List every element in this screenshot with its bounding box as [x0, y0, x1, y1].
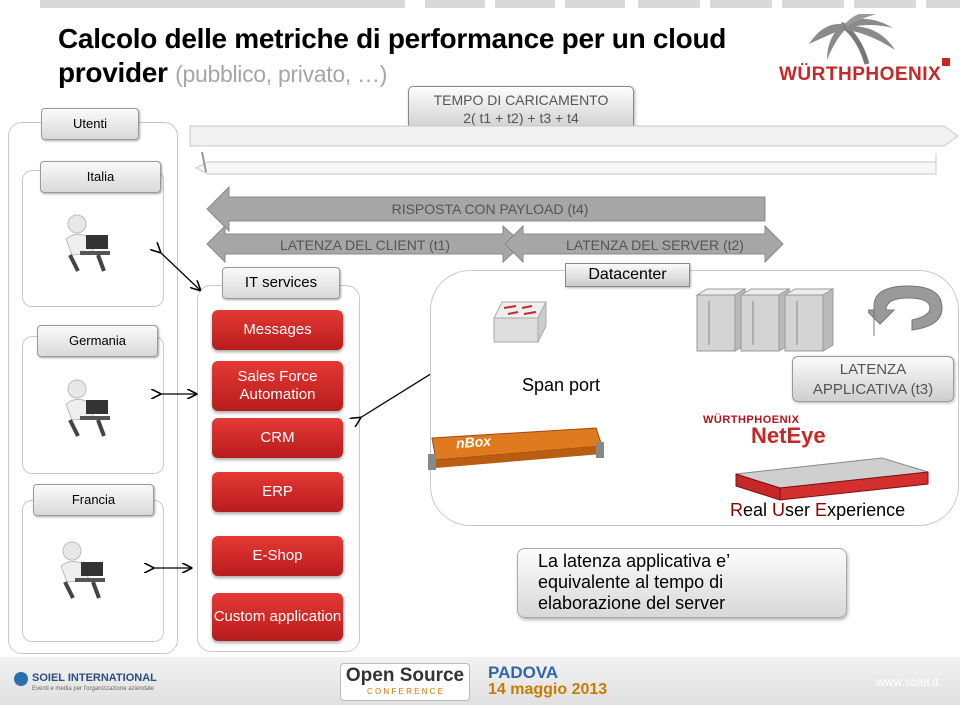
event-city: PADOVA: [488, 663, 559, 682]
note-line-2: equivalente al tempo di: [538, 572, 724, 592]
circular-arrow-icon: [864, 276, 948, 340]
load-time-box: TEMPO DI CARICAMENTO 2( t1 + t2) + t3 + …: [408, 86, 634, 130]
soiel-globe-icon: [14, 672, 28, 686]
service-custom-application[interactable]: Custom application: [212, 593, 343, 641]
nbox-label: nBox: [455, 432, 492, 452]
group-label-francia: Francia: [33, 484, 154, 516]
soiel-url[interactable]: www.soiel.it: [876, 675, 939, 689]
load-time-arrows: [189, 125, 959, 175]
soiel-subtitle: Eventi e media per l'organizzazione azie…: [32, 686, 154, 692]
service-erp[interactable]: ERP: [212, 472, 343, 512]
neteye-appliance: [732, 452, 932, 502]
response-label: RISPOSTA CON PAYLOAD (t4): [391, 201, 589, 217]
group-label-italia: Italia: [40, 161, 161, 193]
neteye-logo: WÜRTHPHOENIX NetEye: [703, 414, 883, 449]
app-latency-box: LATENZA APPLICATIVA (t3): [792, 356, 954, 402]
service-crm[interactable]: CRM: [212, 418, 343, 458]
servers-icon: [695, 287, 835, 353]
service-eshop[interactable]: E-Shop: [212, 536, 343, 576]
span-port-label: Span port: [522, 375, 601, 395]
note-line-1: La latenza applicativa e’: [538, 551, 731, 571]
top-decorative-bar: [40, 0, 960, 8]
server-latency-label: LATENZA DEL SERVER (t2): [566, 237, 744, 253]
footer: SOIEL INTERNATIONAL Eventi e media per l…: [0, 657, 960, 705]
latency-arrows: [206, 224, 784, 264]
app-latency-note: La latenza applicativa e’ equivalente al…: [517, 548, 847, 618]
soiel-name: SOIEL INTERNATIONAL: [32, 672, 157, 684]
real-user-experience: Real User Experience: [730, 500, 906, 520]
open-source-conference: C O N F E R E N C E: [366, 687, 443, 696]
response-arrow: [206, 185, 766, 233]
title-subtitle: (pubblico, privato, …): [175, 61, 388, 87]
user-laptop-icon: [55, 540, 115, 600]
users-label: Utenti: [41, 108, 139, 140]
service-messages[interactable]: Messages: [212, 310, 343, 350]
load-time-title: TEMPO DI CARICAMENTO: [433, 92, 609, 108]
neteye-product: NetEye: [751, 423, 826, 448]
logo-text: WÜRTHPHOENIX: [779, 64, 942, 85]
network-switch-icon: [488, 298, 552, 348]
open-source-title: Open Source: [345, 665, 465, 686]
nbox-appliance: nBox: [426, 424, 606, 472]
title-main: Calcolo delle metriche di performance pe…: [58, 23, 727, 88]
user-laptop-icon: [60, 213, 120, 273]
group-label-germania: Germania: [37, 325, 158, 357]
load-time-formula: 2( t1 + t2) + t3 + t4: [463, 110, 579, 126]
datacenter-label: Datacenter: [565, 263, 690, 287]
note-line-3: elaborazione del server: [538, 593, 726, 613]
neteye-brand: WÜRTHPHOENIX: [703, 414, 800, 426]
it-services-label: IT services: [222, 267, 340, 299]
user-laptop-icon: [60, 378, 120, 438]
slide-title: Calcolo delle metriche di performance pe…: [58, 22, 788, 91]
event-date: 14 maggio 2013: [488, 681, 608, 698]
wurth-phoenix-logo: WÜRTHPHOENIX: [775, 11, 955, 88]
open-source-logo: Open Source C O N F E R E N C E: [340, 663, 470, 701]
client-latency-label: LATENZA DEL CLIENT (t1): [279, 237, 451, 253]
service-sales-force-automation[interactable]: Sales Force Automation: [212, 361, 343, 411]
